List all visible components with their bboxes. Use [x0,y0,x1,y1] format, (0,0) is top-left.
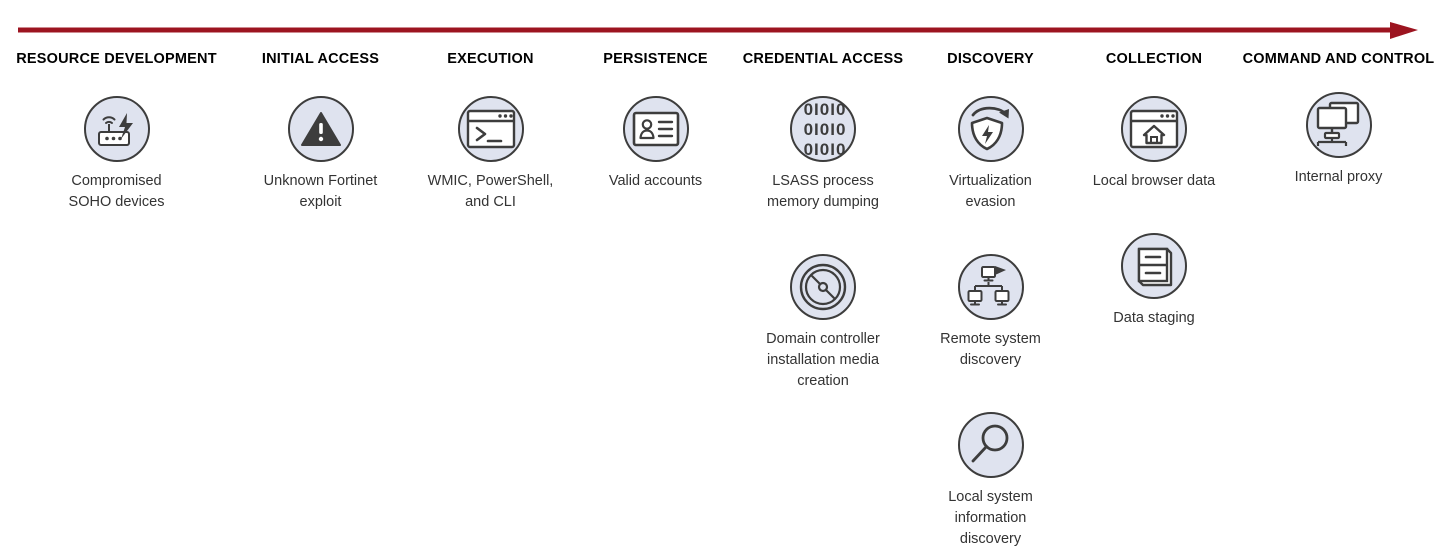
warning-triangle-icon [287,96,354,162]
technique-lsass-process-memory-dumping: 0I0I0 0I0I0 0I0I0 LSASS process memory d… [738,96,908,213]
technique-label: Valid accounts [608,173,703,189]
stage-column-command-and-control: Internal proxy [1235,92,1442,546]
stage-column-discovery: Virtualization evasion Remote s [908,96,1073,547]
stage-column-persistence: Valid accounts [573,96,738,546]
technique-label: Unknown Fortinet exploit [263,173,378,210]
browser-home-icon [1121,96,1187,162]
svg-text:0I0I0: 0I0I0 [804,120,847,139]
binary-digits-icon: 0I0I0 0I0I0 0I0I0 [790,96,856,162]
technique-label: Internal proxy [1294,169,1383,185]
technique-unknown-fortinet-exploit: Unknown Fortinet exploit [233,96,408,213]
technique-label: Local system information discovery [948,489,1033,547]
technique-domain-controller-installation-media-creation: Domain controller installation media cre… [738,254,908,392]
stage-column-credential-access: 0I0I0 0I0I0 0I0I0 LSASS process memory d… [738,96,908,546]
technique-compromised-soho-devices: Compromised SOHO devices [0,96,233,213]
attack-progression-arrow [18,22,1418,39]
stage-column-initial-access: Unknown Fortinet exploit [233,96,408,546]
svg-text:0I0I0: 0I0I0 [804,100,847,119]
stage-header-command-and-control: COMMAND AND CONTROL [1242,51,1435,67]
stage-header-row: RESOURCE DEVELOPMENT INITIAL ACCESS EXEC… [0,46,1442,72]
stage-header-collection: COLLECTION [1105,51,1203,67]
technique-internal-proxy: Internal proxy [1235,92,1442,188]
technique-label: Domain controller installation media cre… [766,331,880,389]
network-tree-icon [957,254,1024,320]
magnifying-glass-icon [957,412,1024,478]
id-card-icon [622,96,689,162]
stage-header-resource-development: RESOURCE DEVELOPMENT [16,51,217,67]
disc-media-icon [790,254,856,320]
technique-virtualization-evasion: Virtualization evasion [908,96,1073,213]
svg-text:0I0I0: 0I0I0 [804,140,847,159]
technique-valid-accounts: Valid accounts [573,96,738,192]
stage-header-discovery: DISCOVERY [947,51,1034,67]
stage-column-execution: WMIC, PowerShell, and CLI [408,96,573,546]
shield-bolt-arrow-icon [957,96,1024,162]
stage-column-resource-development: Compromised SOHO devices [0,96,233,546]
terminal-window-icon [457,96,524,162]
technique-label: WMIC, PowerShell, and CLI [427,173,554,210]
technique-remote-system-discovery: Remote system discovery [908,254,1073,371]
technique-local-system-information-discovery: Local system information discovery [908,412,1073,550]
technique-wmic-powershell-cli: WMIC, PowerShell, and CLI [408,96,573,213]
arrow-head [1390,22,1418,39]
technique-label: Local browser data [1092,173,1216,189]
technique-local-browser-data: Local browser data [1073,96,1235,192]
filing-cabinet-icon [1121,233,1187,299]
stage-header-initial-access: INITIAL ACCESS [261,51,380,67]
router-wifi-lightning-icon [83,96,150,162]
technique-label: Data staging [1113,310,1195,326]
stage-header-persistence: PERSISTENCE [603,51,708,67]
technique-data-staging: Data staging [1073,233,1235,329]
technique-label: Remote system discovery [940,331,1041,368]
dual-monitor-network-icon [1305,92,1372,158]
technique-label: Compromised SOHO devices [68,173,165,210]
stage-header-credential-access: CREDENTIAL ACCESS [742,51,904,67]
stage-column-collection: Local browser data Data staging [1073,96,1235,546]
technique-label: LSASS process memory dumping [766,173,879,210]
technique-columns: Compromised SOHO devices Unknown Fortine… [0,92,1442,547]
technique-label: Virtualization evasion [949,173,1032,210]
stage-header-execution: EXECUTION [447,51,534,67]
